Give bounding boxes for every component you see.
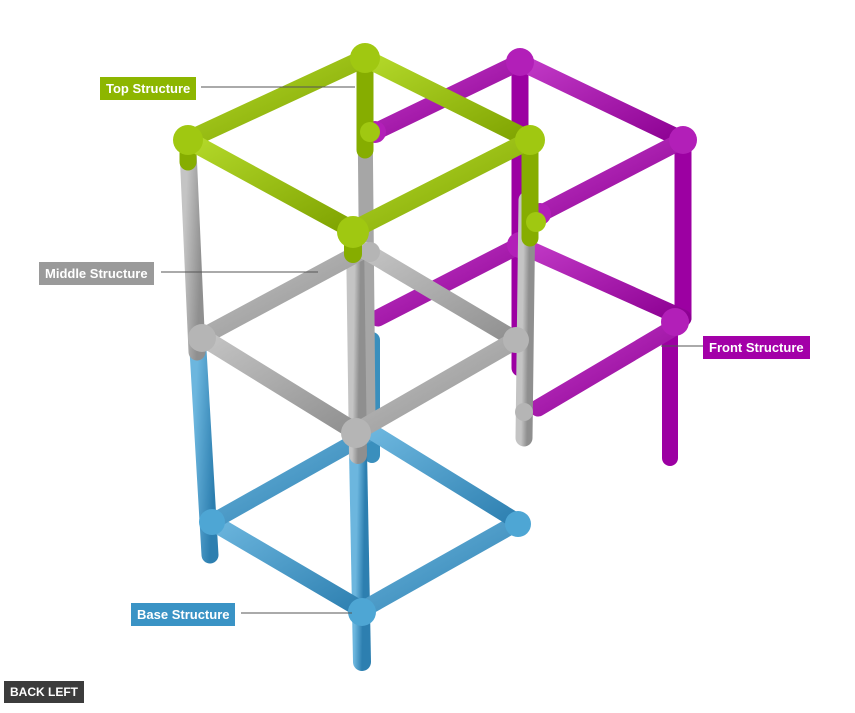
middle-fitting — [341, 418, 371, 448]
top-fitting — [350, 43, 380, 73]
middle-fitting — [360, 242, 380, 262]
base-fitting — [199, 509, 225, 535]
front-fitting — [661, 308, 689, 336]
top-structure-label: Top Structure — [100, 77, 197, 100]
base-pipe — [353, 513, 527, 619]
middle-pipe — [347, 331, 525, 441]
front-fitting — [506, 48, 534, 76]
base-pipe — [203, 513, 371, 619]
middle-fitting — [515, 403, 533, 421]
top-pipe — [179, 49, 374, 149]
base-pipe — [349, 441, 371, 671]
top-fitting — [360, 122, 380, 142]
middle-pipe — [357, 102, 376, 428]
front-pipe — [369, 236, 529, 327]
leader-lines — [161, 86, 703, 614]
middle-structure — [179, 102, 536, 464]
front-pipe — [511, 236, 692, 327]
top-fitting — [337, 216, 369, 248]
front-pipe — [511, 53, 692, 149]
base-pipe — [204, 424, 380, 530]
top-fitting — [515, 125, 545, 155]
top-pipe — [179, 131, 362, 239]
middle-pipe — [179, 141, 206, 361]
middle-pipe — [193, 241, 373, 346]
middle-fitting — [188, 324, 216, 352]
top-structure — [173, 43, 546, 263]
middle-fitting — [503, 327, 529, 353]
front-structure-label: Front Structure — [703, 336, 810, 359]
top-pipe — [356, 49, 539, 149]
middle-structure-label: Middle Structure — [39, 262, 154, 285]
middle-pipe — [355, 241, 525, 349]
top-fitting — [173, 125, 203, 155]
middle-pipe — [193, 328, 365, 441]
base-fitting — [505, 511, 531, 537]
base-pipe — [364, 424, 526, 530]
view-back-left-button[interactable]: BACK LEFT — [4, 681, 84, 703]
front-pipe — [529, 321, 679, 417]
base-structure-label: Base Structure — [131, 603, 236, 626]
top-pipe — [344, 131, 539, 239]
front-pipe — [531, 131, 692, 223]
top-fitting — [526, 212, 546, 232]
base-fitting — [348, 598, 376, 626]
base-structure — [189, 332, 531, 671]
front-fitting — [669, 126, 697, 154]
